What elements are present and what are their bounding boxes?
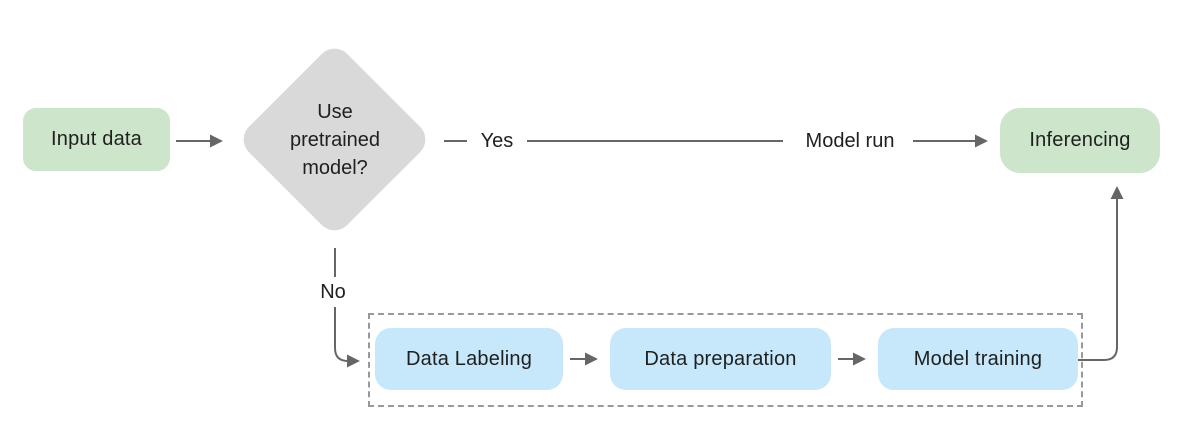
- edge-training-to-inferencing: [1078, 186, 1124, 361]
- node-input-data-label: Input data: [51, 128, 142, 150]
- edge-label-yes: Yes: [467, 128, 527, 154]
- node-model-training-label: Model training: [913, 347, 1043, 370]
- node-data-preparation: Data preparation: [610, 328, 831, 390]
- node-decision-label: Use pretrained model?: [289, 101, 381, 179]
- node-inferencing-label: Inferencing: [1029, 129, 1131, 151]
- node-data-labeling-label: Data Labeling: [405, 347, 533, 370]
- node-data-preparation-label: Data preparation: [644, 347, 797, 370]
- training-pipeline-group: [368, 313, 1083, 407]
- edge-label-no: No: [303, 279, 363, 305]
- node-model-training: Model training: [878, 328, 1078, 390]
- edge-label-model-run: Model run: [788, 128, 912, 154]
- edge-no-to-data-labeling: [334, 307, 360, 368]
- node-input-data: Input data: [23, 108, 170, 171]
- node-inferencing: Inferencing: [1000, 108, 1160, 173]
- node-data-labeling: Data Labeling: [375, 328, 563, 390]
